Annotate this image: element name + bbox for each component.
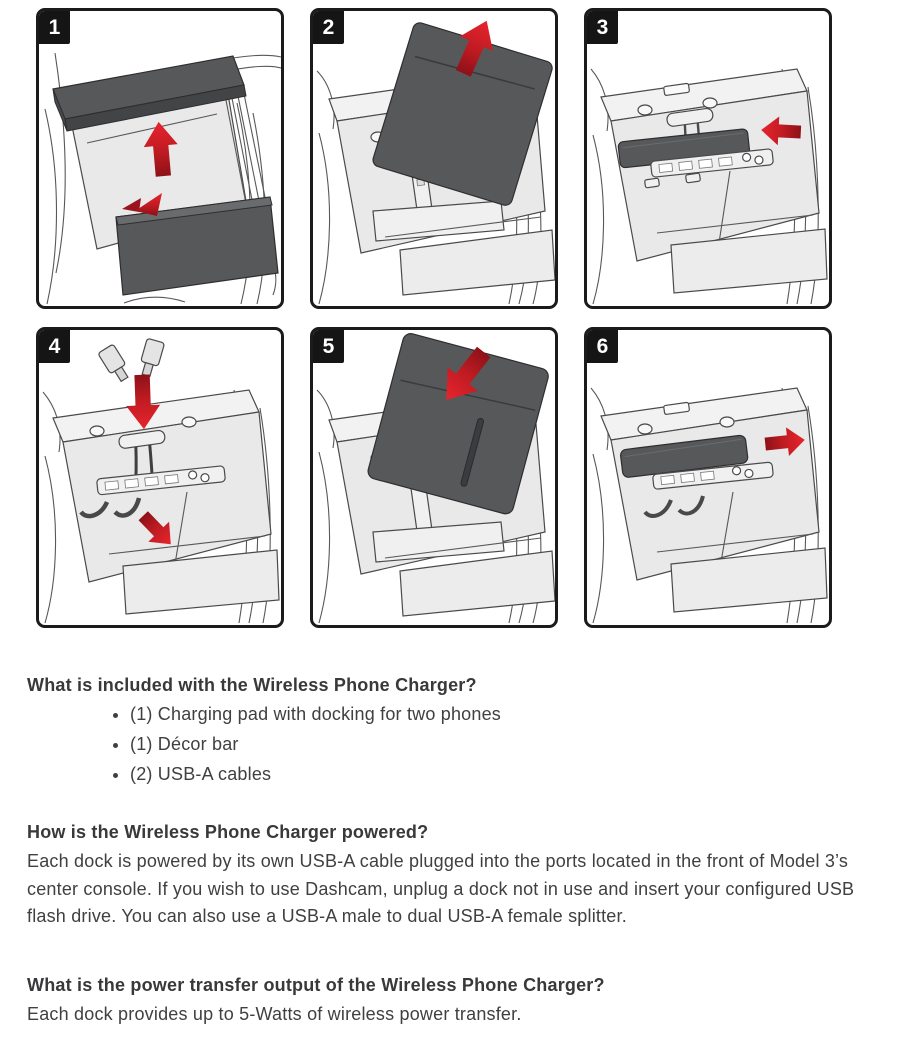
step-panel-4: 4 — [36, 327, 284, 628]
inner-divider — [372, 200, 505, 242]
charging-pad — [367, 333, 549, 515]
cubby-front-wall — [399, 229, 555, 296]
faq-included-heading: What is included with the Wireless Phone… — [27, 675, 477, 695]
cubby-front-wall — [399, 550, 555, 617]
included-item: (1) Décor bar — [130, 734, 881, 754]
faq-included-section: What is included with the Wireless Phone… — [27, 674, 881, 784]
step-5-illustration — [316, 333, 555, 624]
step-panel-1: 1 — [36, 8, 284, 309]
inner-divider — [372, 521, 505, 563]
arrow-right-icon — [764, 427, 805, 457]
step-number-badge: 4 — [39, 330, 70, 363]
step-number-badge: 2 — [313, 11, 344, 44]
step-number-badge: 6 — [587, 330, 618, 363]
installation-steps-grid: 1 — [36, 8, 832, 628]
step-4-illustration — [42, 338, 280, 624]
faq-section: What is included with the Wireless Phone… — [27, 674, 881, 1028]
faq-powered-heading: How is the Wireless Phone Charger powere… — [27, 822, 429, 842]
decor-bar — [619, 434, 749, 478]
included-item: (2) USB-A cables — [130, 764, 881, 784]
cubby-front-wall — [670, 547, 828, 613]
usb-cable-connector — [140, 338, 165, 378]
cubby-front-wall — [670, 228, 828, 294]
connector-strip — [650, 148, 774, 178]
faq-powered-section: How is the Wireless Phone Charger powere… — [27, 821, 881, 931]
arrow-down-icon — [126, 374, 161, 430]
step-1-illustration — [44, 52, 281, 305]
arrow-up-right-icon — [455, 20, 493, 77]
cable-clip — [113, 497, 142, 518]
cable-clip — [677, 495, 705, 516]
faq-output-section: What is the power transfer output of the… — [27, 974, 881, 1029]
arrow-bent-icon — [122, 193, 162, 216]
step-2-illustration — [316, 20, 555, 305]
usb-cable-connector — [98, 344, 129, 383]
arrow-up-icon — [143, 121, 178, 177]
faq-output-heading: What is the power transfer output of the… — [27, 974, 605, 995]
step-number-badge: 3 — [587, 11, 618, 44]
faq-powered-body: Each dock is powered by its own USB-A ca… — [27, 851, 855, 926]
cable-clip — [79, 500, 110, 519]
step-number-badge: 1 — [39, 11, 70, 44]
seat-contour — [54, 52, 66, 274]
included-item: (1) Charging pad with docking for two ph… — [130, 704, 881, 724]
step-number-badge: 5 — [313, 330, 344, 363]
connector-strip — [652, 461, 774, 490]
faq-output-body: Each dock provides up to 5-Watts of wire… — [27, 1003, 522, 1024]
pad-slot — [460, 417, 485, 487]
included-items-list: (1) Charging pad with docking for two ph… — [27, 704, 881, 784]
step-panel-6: 6 — [584, 327, 832, 628]
connector-strip — [96, 465, 226, 496]
step-6-illustration — [590, 387, 828, 624]
arrow-down-right-icon — [138, 511, 171, 545]
arrow-down-left-icon — [446, 346, 491, 400]
cable-clip — [643, 499, 673, 518]
arrow-left-icon — [761, 116, 802, 146]
step-3-illustration — [590, 68, 828, 305]
step-panel-2: 2 — [310, 8, 558, 309]
cubby-front-wall — [122, 549, 280, 615]
step-panel-3: 3 — [584, 8, 832, 309]
step-panel-5: 5 — [310, 327, 558, 628]
